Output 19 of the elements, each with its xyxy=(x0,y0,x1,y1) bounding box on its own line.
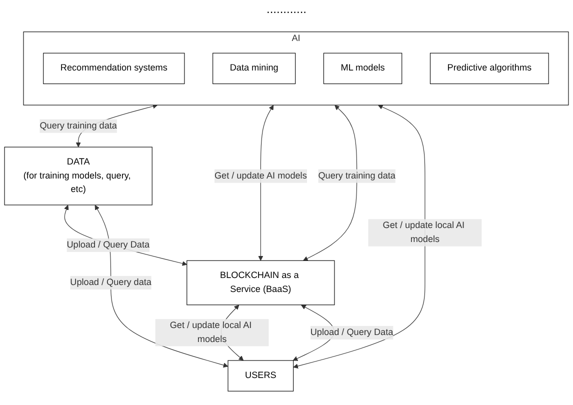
edge-label: Query training data xyxy=(318,170,396,181)
edge-label: Get / update AI models xyxy=(214,170,307,181)
arrow xyxy=(303,105,358,261)
ellipsis-note: ............ xyxy=(266,2,306,16)
node-box: Data mining xyxy=(212,52,296,84)
edge-label: Upload / Query data xyxy=(70,278,152,288)
edge-label: Upload / Query Data xyxy=(310,328,394,338)
arrow xyxy=(64,204,188,266)
edge-label: Upload / Query Data xyxy=(66,240,150,250)
node-box: ML models xyxy=(323,52,402,84)
node-box: Predictive algorithms xyxy=(430,52,549,84)
edge-label: Get / update local AI models xyxy=(170,320,252,344)
node-box: BLOCKCHAIN as a Service (BaaS) xyxy=(186,260,335,306)
node-box: DATA (for training models, query, etc) xyxy=(4,146,152,206)
edge-label: Query training data xyxy=(40,120,117,131)
node-box: USERS xyxy=(228,360,294,392)
arrow xyxy=(258,105,274,261)
node-box: Recommendation systems xyxy=(43,52,185,84)
edge-label: Get / update local AI models xyxy=(382,220,465,244)
